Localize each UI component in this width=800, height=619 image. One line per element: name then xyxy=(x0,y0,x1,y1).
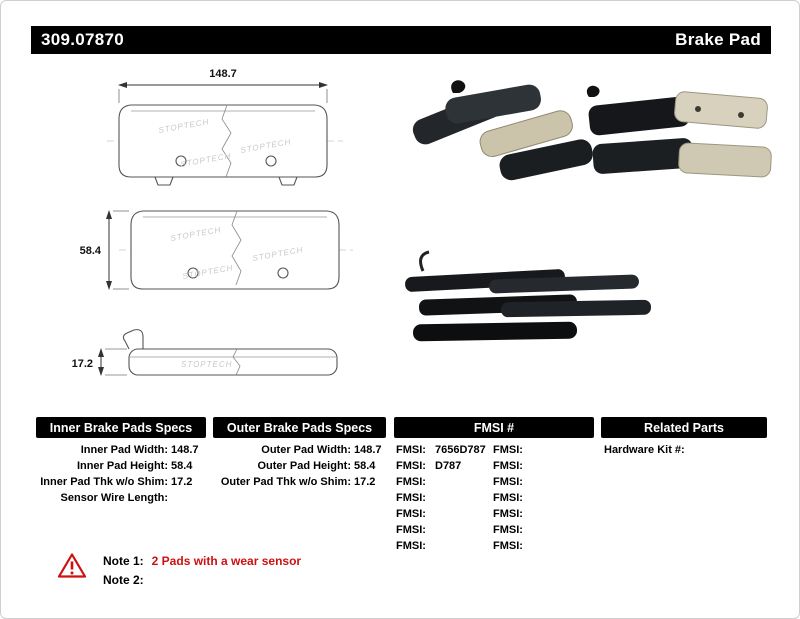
table-row: FMSI: xyxy=(493,442,589,458)
inner-specs-table: Inner Pad Width: 148.7 Inner Pad Height:… xyxy=(36,442,212,506)
table-row: FMSI: xyxy=(493,522,589,538)
row-label: FMSI: xyxy=(493,540,523,552)
drawing-profile-view: STOPTECH xyxy=(122,329,338,376)
table-row: FMSI: D787 xyxy=(396,458,492,474)
photo-pad-set-right xyxy=(586,85,772,178)
product-name: Brake Pad xyxy=(675,30,761,49)
note-2: Note 2: xyxy=(103,573,301,587)
outer-specs-header: Outer Brake Pads Specs xyxy=(213,417,386,438)
notes-section: Note 1: 2 Pads with a wear sensor Note 2… xyxy=(57,552,301,587)
table-row: FMSI: xyxy=(493,506,589,522)
row-value: 17.2 xyxy=(171,476,193,488)
table-row: FMSI: xyxy=(396,506,492,522)
note-1: Note 1: 2 Pads with a wear sensor xyxy=(103,554,301,568)
inner-specs-header: Inner Brake Pads Specs xyxy=(36,417,206,438)
table-row: Inner Pad Height: 58.4 xyxy=(36,458,212,474)
wear-sensor-photo xyxy=(419,250,430,272)
table-row: FMSI: xyxy=(396,490,492,506)
row-label: Inner Pad Thk w/o Shim: xyxy=(40,476,168,488)
table-row: FMSI: xyxy=(493,538,589,554)
table-row: Inner Pad Width: 148.7 xyxy=(36,442,212,458)
row-value: 58.4 xyxy=(354,460,376,472)
table-row: Outer Pad Width: 148.7 xyxy=(211,442,391,458)
row-label: FMSI: xyxy=(396,524,426,536)
watermark-text: STOPTECH xyxy=(181,360,232,369)
row-label: FMSI: xyxy=(396,476,426,488)
row-label: FMSI: xyxy=(493,524,523,536)
table-row: FMSI: xyxy=(493,490,589,506)
row-label: FMSI: xyxy=(396,460,426,472)
table-row: Outer Pad Thk w/o Shim: 17.2 xyxy=(211,474,391,490)
product-photos xyxy=(405,80,772,342)
dim-height-label: 58.4 xyxy=(80,245,102,257)
dim-width-label: 148.7 xyxy=(209,68,237,80)
fmsi-header: FMSI # xyxy=(394,417,594,438)
wear-sensor-photo xyxy=(451,80,466,93)
note-2-label: Note 2: xyxy=(103,573,144,587)
row-value: 17.2 xyxy=(354,476,376,488)
row-label: FMSI: xyxy=(493,508,523,520)
row-label: Sensor Wire Length: xyxy=(60,492,168,504)
row-value: 148.7 xyxy=(171,444,199,456)
row-label: FMSI: xyxy=(396,444,426,456)
row-value: D787 xyxy=(435,460,462,472)
table-row: Outer Pad Height: 58.4 xyxy=(211,458,391,474)
photo-pad-set-left xyxy=(412,80,593,181)
row-label: FMSI: xyxy=(396,508,426,520)
table-row: Hardware Kit #: xyxy=(604,442,766,458)
row-value: 58.4 xyxy=(171,460,193,472)
table-row: FMSI: xyxy=(396,474,492,490)
row-label: FMSI: xyxy=(396,492,426,504)
row-value: 148.7 xyxy=(354,444,382,456)
header-bar: 309.07870 Brake Pad xyxy=(31,26,771,54)
drawing-outer-pad: STOPTECH STOPTECH STOPTECH xyxy=(119,210,353,290)
technical-drawing: 148.7 STOPTECH STOPTECH STOPTECH 58.4 xyxy=(72,68,353,376)
note-1-label: Note 1: xyxy=(103,554,144,568)
drawing-inner-pad: STOPTECH STOPTECH STOPTECH xyxy=(107,104,343,186)
row-label: Outer Pad Height: xyxy=(257,460,351,472)
table-row: FMSI: xyxy=(493,458,589,474)
wear-sensor-photo xyxy=(586,85,600,97)
table-row: FMSI: xyxy=(396,538,492,554)
dim-thickness-label: 17.2 xyxy=(72,358,93,370)
table-row: FMSI: 7656D787 xyxy=(396,442,492,458)
table-row: FMSI: xyxy=(493,474,589,490)
photo-pad-stack xyxy=(405,250,651,342)
row-value: 7656D787 xyxy=(435,444,486,456)
fmsi-table-left: FMSI: 7656D787 FMSI: D787 FMSI: FMSI: FM… xyxy=(396,442,492,554)
related-parts-header: Related Parts xyxy=(601,417,767,438)
row-label: Outer Pad Width: xyxy=(261,444,351,456)
table-row: Sensor Wire Length: xyxy=(36,490,212,506)
outer-specs-table: Outer Pad Width: 148.7 Outer Pad Height:… xyxy=(211,442,391,490)
notes-text: Note 1: 2 Pads with a wear sensor Note 2… xyxy=(103,552,301,587)
row-label: FMSI: xyxy=(493,492,523,504)
row-label: Hardware Kit #: xyxy=(604,444,685,456)
note-1-text: 2 Pads with a wear sensor xyxy=(151,554,302,568)
row-label: Inner Pad Width: xyxy=(80,444,168,456)
row-label: FMSI: xyxy=(396,540,426,552)
table-row: FMSI: xyxy=(396,522,492,538)
row-label: Outer Pad Thk w/o Shim: xyxy=(220,476,351,488)
row-label: FMSI: xyxy=(493,444,523,456)
row-label: FMSI: xyxy=(493,476,523,488)
row-label: Inner Pad Height: xyxy=(76,460,168,472)
part-number: 309.07870 xyxy=(41,30,125,49)
row-label: FMSI: xyxy=(493,460,523,472)
fmsi-table-right: FMSI: FMSI: FMSI: FMSI: FMSI: FMSI: FMSI… xyxy=(493,442,589,554)
table-row: Inner Pad Thk w/o Shim: 17.2 xyxy=(36,474,212,490)
warning-icon xyxy=(57,553,87,578)
related-parts-table: Hardware Kit #: xyxy=(604,442,766,458)
